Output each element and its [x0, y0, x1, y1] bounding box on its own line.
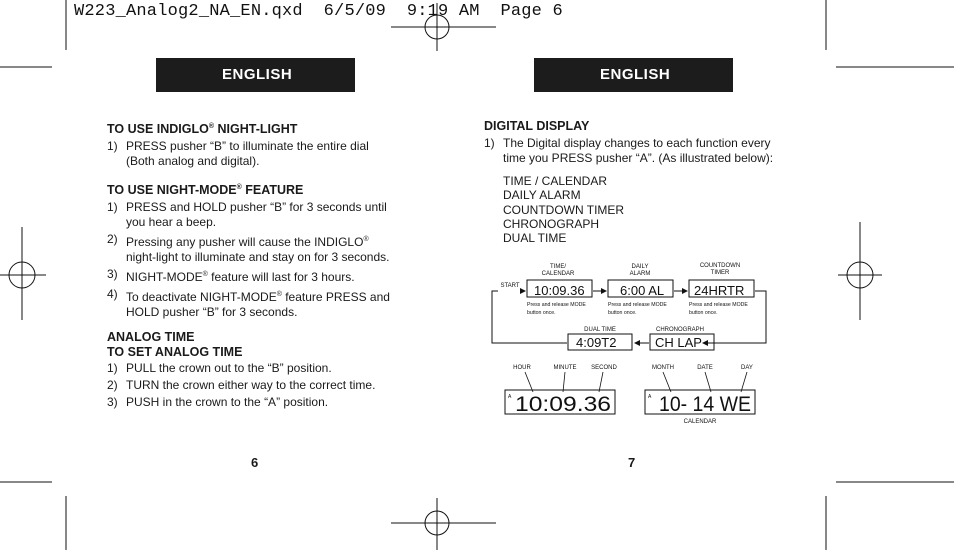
time-calendar-label-1: TIME/ [550, 264, 566, 270]
calendar-lcd-indicator: A [648, 394, 652, 400]
second-label: SECOND [591, 365, 617, 371]
daily-alarm-label-1: DAILY [632, 264, 649, 270]
right-page-number: 7 [628, 455, 636, 470]
indiglo-heading: TO USE INDIGLO® NIGHT-LIGHT [107, 122, 298, 137]
time-display-diagram: HOUR MINUTE SECOND A 10:09.36 [504, 365, 618, 416]
countdown-timer-label-1: COUNTDOWN [700, 263, 740, 269]
hour-label: HOUR [513, 365, 531, 371]
month-label: MONTH [652, 365, 674, 371]
dual-time-lcd-value: 4:09T2 [576, 335, 616, 350]
mode-list-item: CHRONOGRAPH [503, 216, 600, 231]
analog-step-3: 3)PUSH in the crown to the “A” position. [107, 395, 329, 410]
daily-alarm-label-2: ALARM [630, 271, 651, 277]
time-lcd-box [504, 389, 616, 415]
time-calendar-lcd-value: 10:09.36 [534, 283, 585, 298]
mode-list: TIME / CALENDAR DAILY ALARM COUNTDOWN TI… [484, 174, 804, 245]
daily-alarm-note-1: Press and release MODE [608, 302, 667, 308]
analog-step-2: 2)TURN the crown either way to the corre… [107, 378, 376, 393]
time-calendar-note-2: button once. [527, 310, 556, 316]
mode-cycle-diagram: TIME/ CALENDAR DAILY ALARM COUNTDOWN TIM… [491, 263, 767, 351]
countdown-timer-lcd-value: 24HRTR [694, 283, 744, 298]
indiglo-step-1: 1) PRESS pusher “B” to illuminate the en… [107, 139, 369, 169]
digital-display-step-1: 1) The Digital display changes to each f… [484, 136, 774, 165]
daily-alarm-display-box [607, 279, 674, 298]
analog-subheading: TO SET ANALOG TIME [107, 345, 243, 360]
nightmode-step-3: 3) NIGHT-MODE® feature will last for 3 h… [107, 267, 355, 285]
right-language-banner: ENGLISH [534, 58, 733, 92]
mode-list-item: DAILY ALARM [503, 188, 581, 203]
analog-step-1: 1)PULL the crown out to the “B” position… [107, 361, 332, 376]
left-page-content: TO USE INDIGLO® NIGHT-LIGHT 1) PRESS pus… [107, 119, 427, 410]
chronograph-display-box [649, 333, 715, 351]
date-label: DATE [697, 365, 713, 371]
calendar-lcd-box [644, 389, 756, 415]
nightmode-step-4: 4) To deactivate NIGHT-MODE® feature PRE… [107, 287, 390, 320]
left-page-number: 6 [251, 455, 259, 470]
countdown-timer-note-1: Press and release MODE [689, 302, 748, 308]
countdown-timer-label-2: TIMER [711, 270, 730, 276]
left-language-banner: ENGLISH [156, 58, 355, 92]
dual-time-display-box [567, 333, 633, 351]
right-page-content: DIGITAL DISPLAY 1) The Digital display c… [484, 119, 804, 245]
chronograph-lcd-value: CH LAP [655, 335, 702, 350]
countdown-timer-note-2: button once. [689, 310, 718, 316]
file-slug: W223_Analog2_NA_EN.qxd 6/5/09 9:19 AM Pa… [74, 2, 563, 21]
nightmode-step-2: 2) Pressing any pusher will cause the IN… [107, 232, 390, 265]
start-label: START [500, 283, 519, 289]
nightmode-step-1: 1) PRESS and HOLD pusher “B” for 3 secon… [107, 200, 387, 230]
time-calendar-label-2: CALENDAR [542, 271, 575, 277]
minute-label: MINUTE [554, 365, 577, 371]
countdown-timer-display-box [688, 279, 755, 298]
dual-time-label: DUAL TIME [584, 327, 616, 333]
daily-alarm-note-2: button once. [608, 310, 637, 316]
time-lcd-value: 10:09.36 [515, 393, 611, 416]
analog-heading: ANALOG TIME [107, 330, 195, 345]
day-label: DAY [741, 365, 753, 371]
digital-display-heading: DIGITAL DISPLAY [484, 119, 590, 133]
mode-list-item: COUNTDOWN TIMER [503, 202, 625, 217]
daily-alarm-lcd-value: 6:00 AL [620, 283, 664, 298]
nightmode-heading: TO USE NIGHT-MODE® FEATURE [107, 183, 304, 198]
mode-list-item: DUAL TIME [503, 231, 567, 246]
time-calendar-display-box [526, 279, 593, 298]
calendar-label: CALENDAR [684, 419, 717, 425]
calendar-lcd-value: 10- 14 WE [659, 393, 751, 416]
calendar-display-diagram: MONTH DATE DAY A 10- 14 WE CALENDAR [644, 365, 756, 425]
chronograph-label: CHRONOGRAPH [656, 327, 704, 333]
time-lcd-indicator: A [508, 394, 512, 400]
mode-list-item: TIME / CALENDAR [503, 174, 608, 188]
time-calendar-note-1: Press and release MODE [527, 302, 586, 308]
